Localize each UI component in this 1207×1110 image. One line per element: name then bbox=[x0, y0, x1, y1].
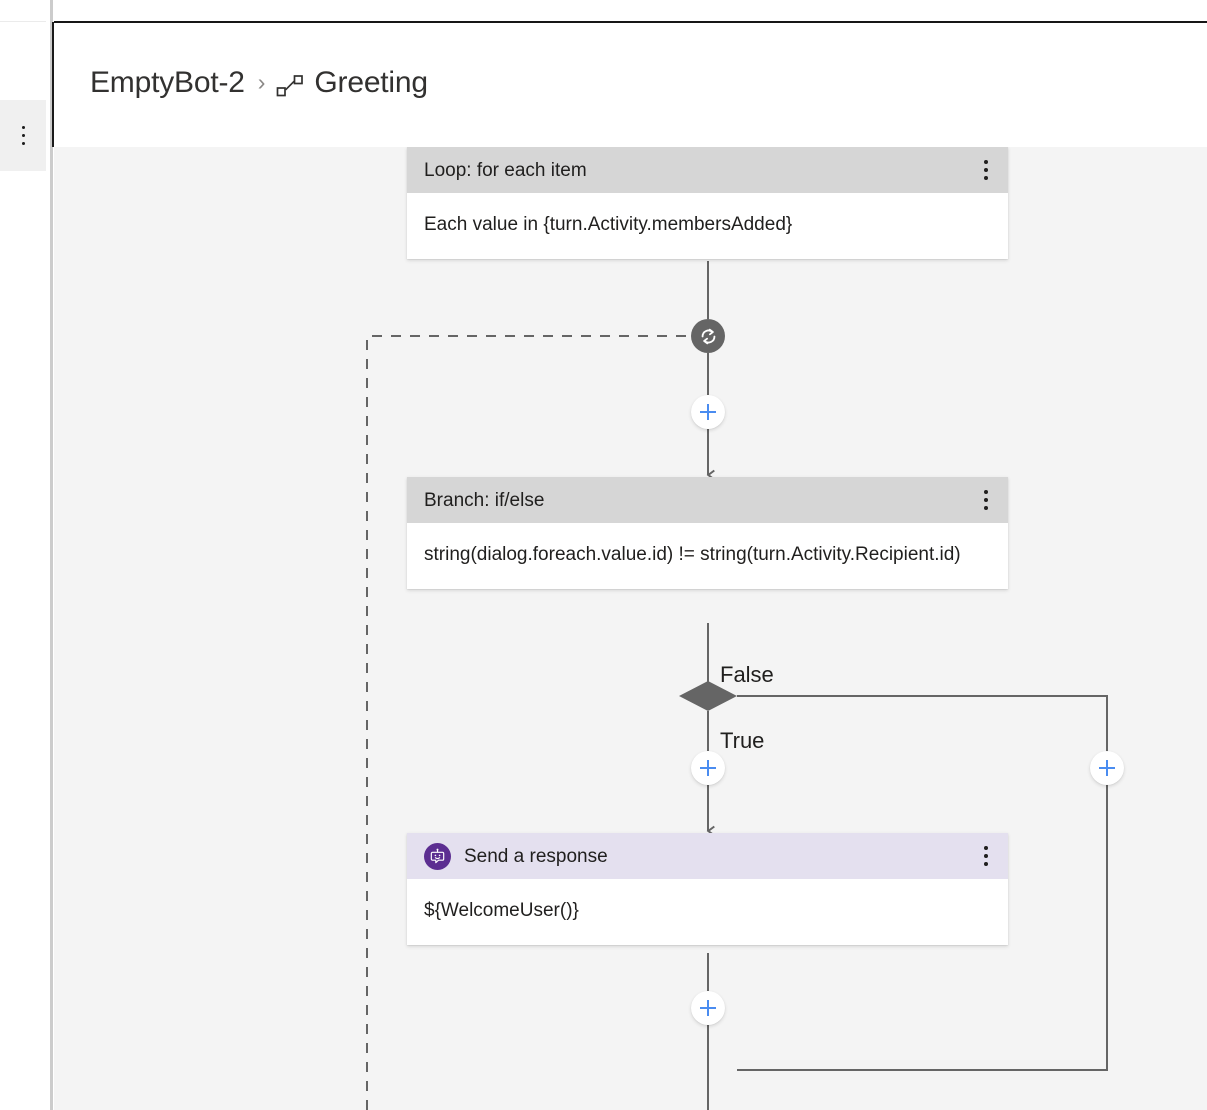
dot bbox=[984, 854, 988, 858]
loop-refresh-icon[interactable] bbox=[691, 319, 725, 353]
more-vertical-icon[interactable] bbox=[8, 108, 38, 162]
dialog-flow-canvas[interactable]: Loop: for each item Each value in {turn.… bbox=[54, 147, 1207, 1110]
rail-vertical-divider bbox=[50, 0, 53, 1110]
add-after-send-response-button[interactable] bbox=[691, 991, 725, 1025]
dot bbox=[984, 846, 988, 850]
more-vertical-icon[interactable] bbox=[964, 834, 1008, 878]
dot bbox=[21, 133, 25, 137]
branch-label-false: False bbox=[720, 662, 774, 687]
node-header[interactable]: Loop: for each item bbox=[407, 147, 1008, 193]
rail-divider-bottom bbox=[0, 171, 46, 172]
node-header[interactable]: Send a response bbox=[407, 833, 1008, 879]
rail-divider-top bbox=[0, 21, 46, 22]
flow-node-foreach[interactable]: Loop: for each item Each value in {turn.… bbox=[407, 147, 1008, 259]
chevron-right-icon: › bbox=[257, 68, 266, 95]
add-false-branch-button[interactable] bbox=[1090, 751, 1124, 785]
left-navigation-rail bbox=[0, 0, 52, 1110]
breadcrumb: EmptyBot-2 › Greeting bbox=[90, 66, 428, 100]
breadcrumb-item-root[interactable]: EmptyBot-2 bbox=[90, 66, 245, 99]
flow-edges bbox=[366, 261, 1108, 1110]
node-body: string(dialog.foreach.value.id) != strin… bbox=[407, 523, 1008, 589]
add-true-branch-button[interactable] bbox=[691, 751, 725, 785]
add-after-loop-badge-button[interactable] bbox=[691, 395, 725, 429]
dot bbox=[984, 168, 988, 172]
window-top-border bbox=[54, 21, 1207, 23]
node-title: Loop: for each item bbox=[424, 160, 587, 180]
bot-icon bbox=[424, 842, 451, 870]
dialog-header: EmptyBot-2 › Greeting bbox=[54, 23, 1207, 147]
more-vertical-icon[interactable] bbox=[964, 148, 1008, 192]
dot bbox=[984, 176, 988, 180]
node-title: Send a response bbox=[464, 846, 608, 866]
dot bbox=[984, 862, 988, 866]
dot bbox=[984, 160, 988, 164]
rail-vertical-divider-focus bbox=[52, 22, 54, 147]
dot bbox=[21, 141, 25, 145]
branch-label-true: True bbox=[720, 728, 765, 753]
node-title: Branch: if/else bbox=[424, 490, 545, 510]
dot bbox=[984, 490, 988, 494]
node-header[interactable]: Branch: if/else bbox=[407, 477, 1008, 523]
flow-node-ifelse[interactable]: Branch: if/else string(dialog.foreach.va… bbox=[407, 477, 1008, 589]
node-body: ${WelcomeUser()} bbox=[407, 879, 1008, 945]
flow-node-send-response[interactable]: Send a response ${WelcomeUser()} bbox=[407, 833, 1008, 945]
dialog-flow-icon bbox=[276, 73, 304, 99]
dot bbox=[21, 125, 25, 129]
node-body: Each value in {turn.Activity.membersAdde… bbox=[407, 193, 1008, 259]
dot bbox=[984, 498, 988, 502]
breadcrumb-item-current[interactable]: Greeting bbox=[314, 66, 428, 99]
dot bbox=[984, 506, 988, 510]
more-vertical-icon[interactable] bbox=[964, 478, 1008, 522]
